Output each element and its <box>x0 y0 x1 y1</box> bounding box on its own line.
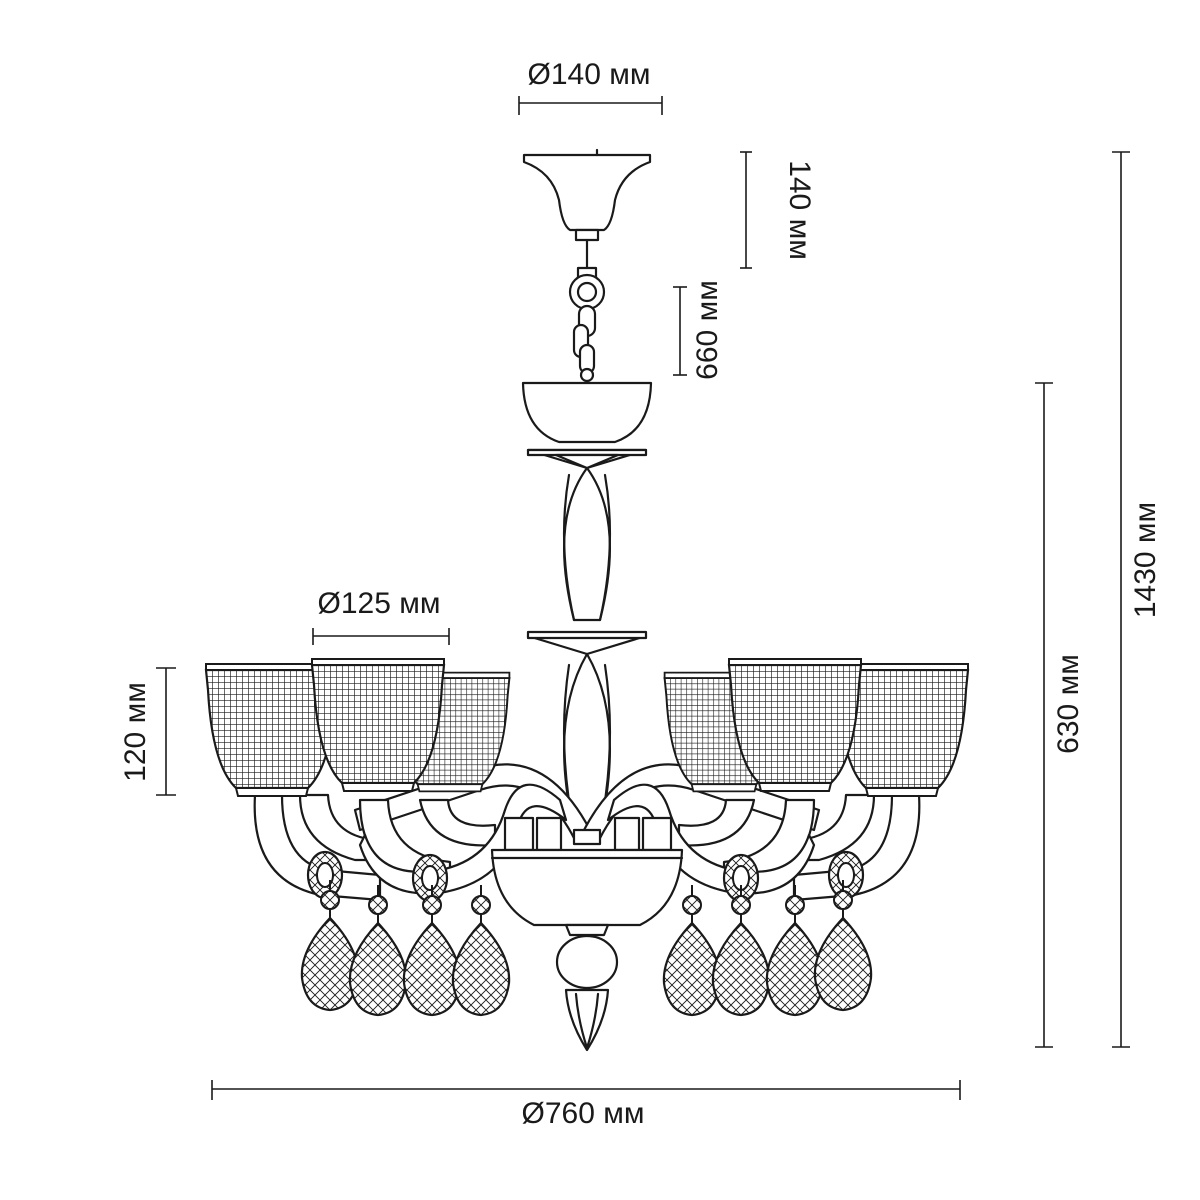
ceiling-canopy <box>522 148 652 242</box>
canopy-diameter-label: Ø140 мм <box>528 58 651 91</box>
stem <box>526 466 648 832</box>
canopy-height-label: 140 мм <box>783 160 816 260</box>
shade-height-label: 120 мм <box>119 682 152 782</box>
body-height-label: 630 мм <box>1052 654 1085 754</box>
upper-bowl <box>521 381 653 470</box>
total-diameter-label: Ø760 мм <box>522 1097 645 1130</box>
candle-cups <box>503 816 673 852</box>
shade-2 <box>310 657 446 793</box>
chain <box>568 238 606 383</box>
dimension-lines <box>156 96 1130 1100</box>
shade-diameter-label: Ø125 мм <box>318 587 441 620</box>
central-bowl <box>490 848 684 1052</box>
shade-5 <box>727 657 863 793</box>
total-height-label: 1430 мм <box>1129 502 1162 618</box>
chain-length-label: 660 мм <box>691 280 724 380</box>
